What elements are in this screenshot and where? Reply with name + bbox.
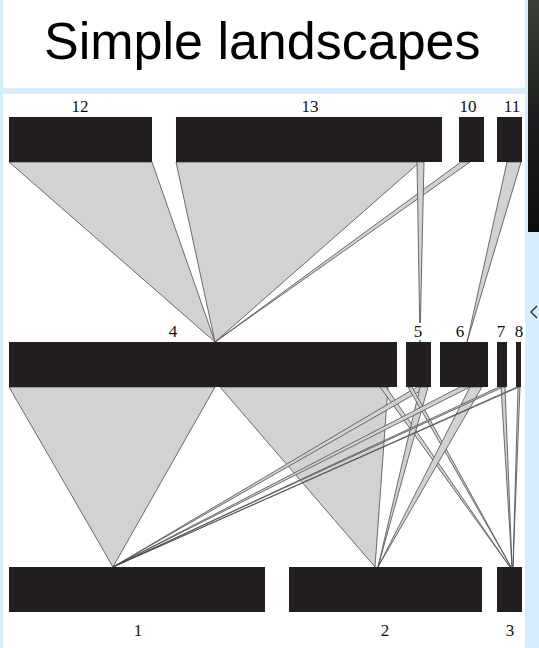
population-bar: 10 <box>459 117 484 162</box>
bar-number: 7 <box>495 323 508 340</box>
lineage-fan <box>113 387 519 567</box>
chevron-mark <box>531 306 537 318</box>
population-bar: 4 <box>9 342 397 387</box>
population-bar: 12 <box>9 117 152 162</box>
lineage-fan <box>113 387 503 567</box>
bar-number: 1 <box>132 622 145 639</box>
population-bar: 2 <box>289 567 482 612</box>
population-bar: 1 <box>9 567 265 612</box>
bar-number: 12 <box>70 98 91 115</box>
lineage-fan <box>501 387 512 567</box>
lineage-fan <box>113 387 470 567</box>
population-bar: 6 <box>440 342 488 387</box>
lineage-fan <box>467 162 521 342</box>
lineage-fan <box>176 162 420 342</box>
population-bar: 13 <box>176 117 442 162</box>
white-panel <box>3 0 525 648</box>
lineage-fan <box>378 387 428 567</box>
bar-number: 5 <box>412 323 425 340</box>
lineage-fan <box>220 387 388 567</box>
population-bar: 7 <box>497 342 507 387</box>
lineage-fan <box>378 387 482 567</box>
lineage-fan <box>113 387 427 567</box>
title-divider <box>3 88 525 94</box>
lineage-fan <box>513 387 520 567</box>
bar-number: 8 <box>513 323 526 340</box>
lineage-fan <box>9 387 215 567</box>
bar-number: 13 <box>300 98 321 115</box>
lineage-fan <box>215 162 470 342</box>
bar-number: 10 <box>458 98 479 115</box>
bar-number: 4 <box>167 323 180 340</box>
bar-number: 6 <box>454 323 467 340</box>
population-bar: 3 <box>497 567 522 612</box>
photo-edge <box>528 0 539 232</box>
population-bar: 5 <box>406 342 431 387</box>
bar-number: 11 <box>502 98 522 115</box>
population-bar: 8 <box>516 342 521 387</box>
bar-number: 2 <box>379 622 392 639</box>
population-bar: 11 <box>497 117 522 162</box>
lineage-fan <box>417 162 424 342</box>
bar-number: 3 <box>504 622 517 639</box>
slide-title: Simple landscapes <box>44 10 480 72</box>
